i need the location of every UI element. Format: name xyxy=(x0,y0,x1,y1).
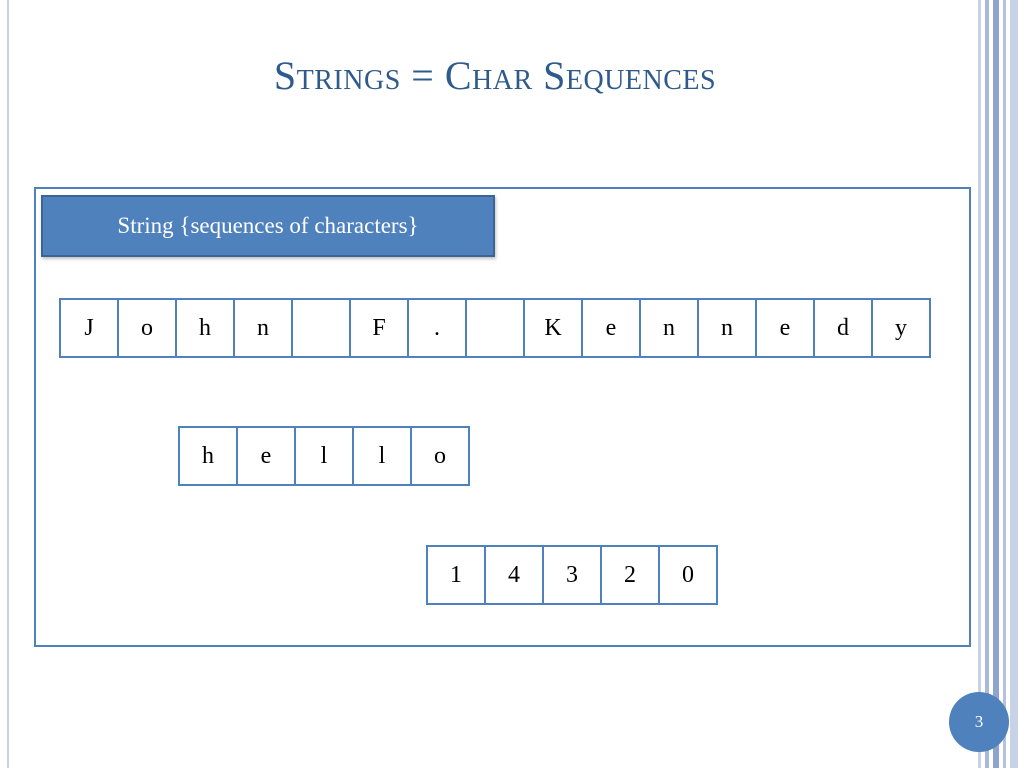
char-cell: 4 xyxy=(484,545,544,605)
char-cell: o xyxy=(410,426,470,486)
char-cell: 0 xyxy=(658,545,718,605)
page-number-badge: 3 xyxy=(949,692,1009,752)
char-cell: n xyxy=(639,298,699,358)
char-cell: o xyxy=(117,298,177,358)
char-cell: J xyxy=(59,298,119,358)
char-cell: 3 xyxy=(542,545,602,605)
char-sequence-14320: 1 4 3 2 0 xyxy=(426,545,718,605)
char-sequence-hello: h e l l o xyxy=(178,426,470,486)
char-cell: y xyxy=(871,298,931,358)
page-number: 3 xyxy=(974,712,984,731)
right-decorative-bar xyxy=(978,0,981,768)
slide-title: Strings = Char Sequences xyxy=(273,53,717,98)
char-cell: h xyxy=(175,298,235,358)
content-frame xyxy=(34,187,971,647)
string-label-text: String {sequences of characters} xyxy=(117,213,419,238)
char-cell: d xyxy=(813,298,873,358)
char-cell: n xyxy=(697,298,757,358)
char-cell xyxy=(465,298,525,358)
char-cell: 1 xyxy=(426,545,486,605)
right-decorative-bar xyxy=(1003,0,1006,768)
char-cell: l xyxy=(294,426,354,486)
char-cell: n xyxy=(233,298,293,358)
char-cell: 2 xyxy=(600,545,660,605)
right-decorative-bar xyxy=(993,0,999,768)
char-cell: F xyxy=(349,298,409,358)
char-cell: e xyxy=(236,426,296,486)
char-cell: e xyxy=(581,298,641,358)
string-label-box: String {sequences of characters} xyxy=(41,195,495,257)
char-cell: . xyxy=(407,298,467,358)
char-cell: K xyxy=(523,298,583,358)
right-decorative-bar xyxy=(1010,0,1018,768)
right-decorative-bar xyxy=(985,0,989,768)
char-cell: h xyxy=(178,426,238,486)
char-cell xyxy=(291,298,351,358)
char-sequence-john-f-kennedy: J o h n F . K e n n e d y xyxy=(59,298,931,358)
char-cell: e xyxy=(755,298,815,358)
left-decorative-rule xyxy=(7,0,9,768)
char-cell: l xyxy=(352,426,412,486)
